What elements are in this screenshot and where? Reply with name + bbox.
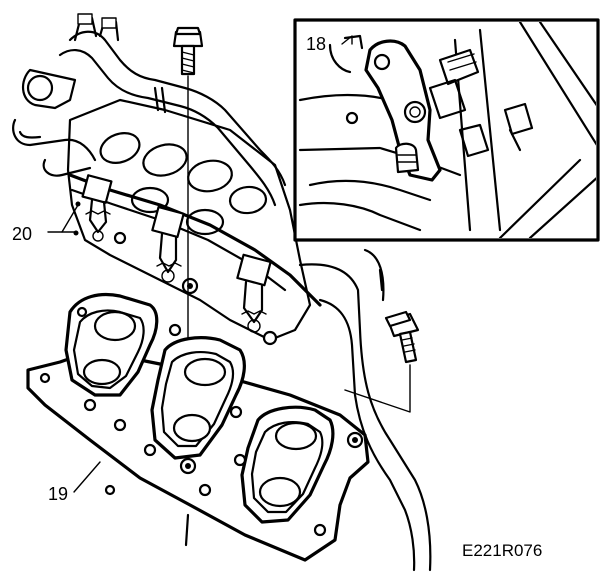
injector-3	[236, 253, 272, 333]
bolt-right-alignment-line	[344, 364, 411, 413]
fuel-rail-injector-assembly	[12, 13, 322, 346]
injector-2	[151, 205, 185, 283]
figure-code: E221R076	[462, 541, 542, 560]
detail-inset	[293, 18, 600, 242]
manifold-gasket-19	[26, 292, 370, 562]
injector-1	[81, 174, 113, 242]
bolt-right	[384, 310, 420, 364]
engine-outline	[298, 248, 432, 572]
bolt-top	[172, 26, 204, 76]
callout-20: 20	[12, 224, 32, 244]
callout-18: 18	[306, 34, 326, 54]
leader-lines	[47, 35, 353, 493]
callout-19: 19	[48, 484, 68, 504]
